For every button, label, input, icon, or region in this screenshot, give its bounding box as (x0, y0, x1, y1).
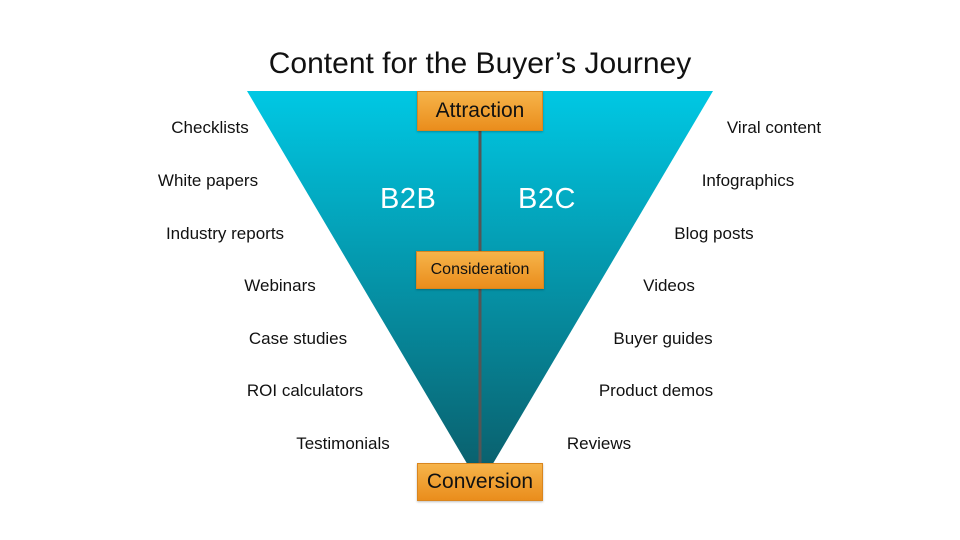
b2c-content-item: Videos (643, 276, 695, 295)
b2b-content-item: Case studies (248, 329, 348, 348)
b2b-content-item: White papers (157, 171, 259, 190)
b2b-content-item: Industry reports (165, 224, 285, 243)
stage-attraction: Attraction (417, 91, 543, 131)
b2c-content-item: Blog posts (674, 224, 754, 243)
b2b-content-item: Webinars (244, 276, 316, 295)
b2c-content-item: Reviews (566, 434, 632, 453)
b2b-content-item: ROI calculators (246, 381, 364, 400)
b2b-content-item: Checklists (171, 118, 249, 137)
b2b-content-item: Testimonials (296, 434, 390, 453)
stage-consideration: Consideration (416, 251, 544, 289)
b2c-content-item: Buyer guides (613, 329, 713, 348)
b2c-content-item: Viral content (726, 118, 822, 137)
segment-b2b-label: B2B (380, 183, 437, 215)
page-title: Content for the Buyer’s Journey (268, 47, 692, 80)
stage-conversion: Conversion (417, 463, 543, 501)
b2c-content-item: Product demos (598, 381, 714, 400)
segment-b2c-label: B2C (518, 183, 576, 215)
b2c-content-item: Infographics (701, 171, 795, 190)
